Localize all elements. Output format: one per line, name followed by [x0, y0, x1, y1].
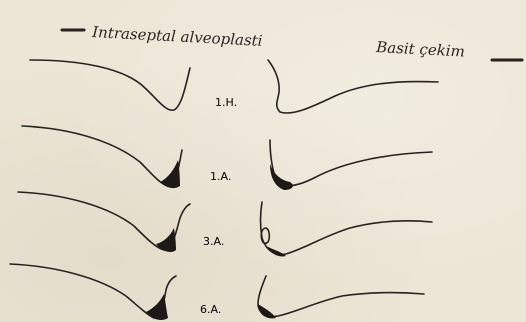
- simple-extraction-profile-3: [261, 202, 433, 254]
- profile-row-3: 3.A.: [18, 192, 432, 257]
- simple-extraction-profile-4: [258, 276, 424, 316]
- intraseptal-clot-4: [146, 294, 168, 320]
- legend-right-label: Basit çekim: [375, 38, 465, 61]
- stage-label-1: 1.H.: [215, 96, 237, 109]
- intraseptal-clot-2: [160, 160, 180, 188]
- intraseptal-profile-2: [22, 126, 182, 186]
- stage-label-4: 6.A.: [200, 303, 221, 316]
- simple-extraction-clot-4: [258, 304, 276, 318]
- stage-label-3: 3.A.: [203, 235, 224, 248]
- legend-left-label: Intraseptal alveoplasti: [91, 23, 263, 50]
- profile-row-1: 1.H.: [30, 60, 438, 113]
- profile-row-4: 6.A.: [10, 264, 424, 320]
- intraseptal-profile-1: [30, 60, 190, 110]
- stage-label-2: 1.A.: [210, 170, 231, 183]
- profile-row-2: 1.A.: [22, 126, 432, 190]
- simple-extraction-profile-1: [268, 60, 438, 113]
- simple-extraction-clot-3: [266, 246, 286, 257]
- simple-extraction-profile-2: [270, 140, 432, 186]
